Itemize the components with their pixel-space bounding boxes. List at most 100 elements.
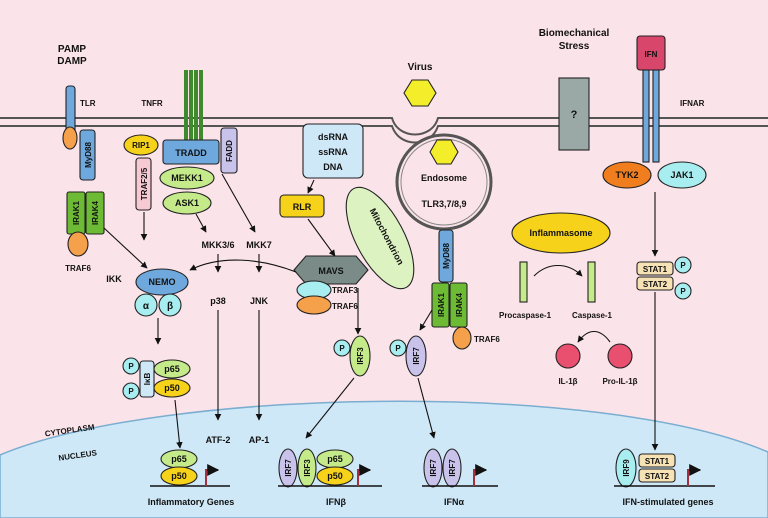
p50-node-ifnb [316,466,354,486]
ifnb-label: IFNβ [326,497,346,507]
jnk-label: JNK [250,296,269,306]
damp-label: DAMP [57,56,87,67]
pamp-label: PAMP [58,44,86,55]
traf6-label-endo: TRAF6 [474,335,500,344]
arrow-procaspase-to-caspase [533,264,583,277]
irf7-label-nuc-a1: IRF7 [429,459,438,477]
tnfr-receptor [184,70,203,142]
p-label-stat2: P [680,287,686,296]
stat2-box-cyto [636,276,674,291]
rlr-label: RLR [293,202,312,212]
stat2-label-nuc: STAT2 [645,472,670,481]
myd88-box-endo [438,229,454,283]
myd88-box [79,129,96,181]
p-badge-ikb-top [122,357,140,375]
ikk-alpha-label: α [143,301,150,312]
rlr-box [279,194,325,218]
p-label-irf7: P [395,344,401,353]
tyk2-label: TYK2 [615,170,638,180]
inflammasome-node [511,212,611,254]
mekk1-node [159,166,215,190]
p-label-irf3: P [339,344,345,353]
traf25-label: TRAF2/5 [140,167,149,200]
irf7-label-nuc-a2: IRF7 [448,459,457,477]
atf2-label: ATF-2 [206,435,231,445]
p-badge-irf7 [389,339,407,357]
ifn-label: IFN [645,50,658,59]
irf7-label-cyto: IRF7 [412,347,421,365]
traf3-label: TRAF3 [332,286,358,295]
virus-hexagon [403,79,437,107]
tss-arrow-isg [687,464,702,486]
traf6-label-mavs: TRAF6 [332,302,358,311]
p-label-stat1: P [680,261,686,270]
stat1-label-nuc: STAT1 [645,457,670,466]
myd88-label-endo: MyD88 [442,243,451,269]
stat2-box-nuc [638,468,676,483]
ssrna-label: ssRNA [318,147,348,157]
arrow-irak-to-nemo [103,227,148,269]
p65-label-ifnb: p65 [327,454,343,464]
traf6-node-endo [452,326,472,350]
p-badge-stat2 [674,282,692,300]
p65-label-cyto: p65 [164,364,180,374]
p65-node-cyto [153,359,191,379]
arrow-nucleic-to-rlr [307,179,315,194]
ikk-label: IKK [106,274,122,284]
p50-label-cyto: p50 [164,383,180,393]
inflammatory-genes-label: Inflammatory Genes [148,497,235,507]
irak1-label-endo: IRAK1 [437,292,446,317]
arrow-irf7-to-nucleus [417,377,436,439]
inflammasome-label: Inflammasome [529,228,592,238]
ap1-label: AP-1 [249,435,270,445]
arrow-irf3-to-nucleus [305,377,355,439]
dna-label: DNA [323,162,343,172]
mkk7-label: MKK7 [246,240,272,250]
irf7-node-nuc-a1 [423,448,443,488]
irf3-node-cyto [349,335,371,377]
fadd-box [220,127,238,174]
tradd-box [162,139,220,165]
tlr-tir-domain [62,126,78,150]
stat1-box-nuc [638,453,676,468]
irak4-label-endo: IRAK4 [455,292,464,317]
arrow-mavs-to-ikk [189,259,297,273]
p38-label: p38 [210,296,226,306]
nemo-node [135,268,189,296]
p-label-ikb-bottom: P [128,387,134,396]
stat1-label-cyto: STAT1 [643,265,668,274]
p-label-ikb-top: P [128,362,134,371]
irf7-node-cyto [405,335,427,377]
mitochondrion-shape [345,186,415,290]
endosome-label: Endosome [421,173,467,183]
p65-label-nuc: p65 [171,454,187,464]
nucleus-region [0,400,768,518]
il1b-label: IL-1β [558,377,577,386]
ikk-beta-node [158,293,182,317]
irf7-node-nuc-b [278,448,298,488]
proil1b-circle [607,343,633,369]
traf6-node-tlr [67,231,89,257]
irf7-node-nuc-a2 [442,448,462,488]
irf7-label-nuc-b: IRF7 [284,459,293,477]
p-badge-irf3 [333,339,351,357]
endosome-virus-hexagon [429,139,459,165]
ask1-label: ASK1 [175,198,199,208]
myd88-label: MyD88 [84,142,93,168]
procaspase-bar [519,261,528,303]
p50-label-nuc: p50 [171,471,187,481]
ifnar-chain-left [642,69,650,163]
tss-arrow-inflammatory [205,464,220,486]
irf3-label-nuc: IRF3 [303,459,312,477]
mkk36-label: MKK3/6 [201,240,234,250]
stat1-box-cyto [636,261,674,276]
p50-label-ifnb: p50 [327,471,343,481]
tss-arrow-ifnb [357,464,372,486]
ifna-label: IFNα [444,497,464,507]
arrow-irak-to-irf7 [419,309,433,331]
ifnar-label: IFNAR [680,99,705,108]
ifnar-chain-right [652,69,660,163]
nucleic-acid-box [302,123,364,179]
traf6-label-tlr: TRAF6 [65,264,91,273]
